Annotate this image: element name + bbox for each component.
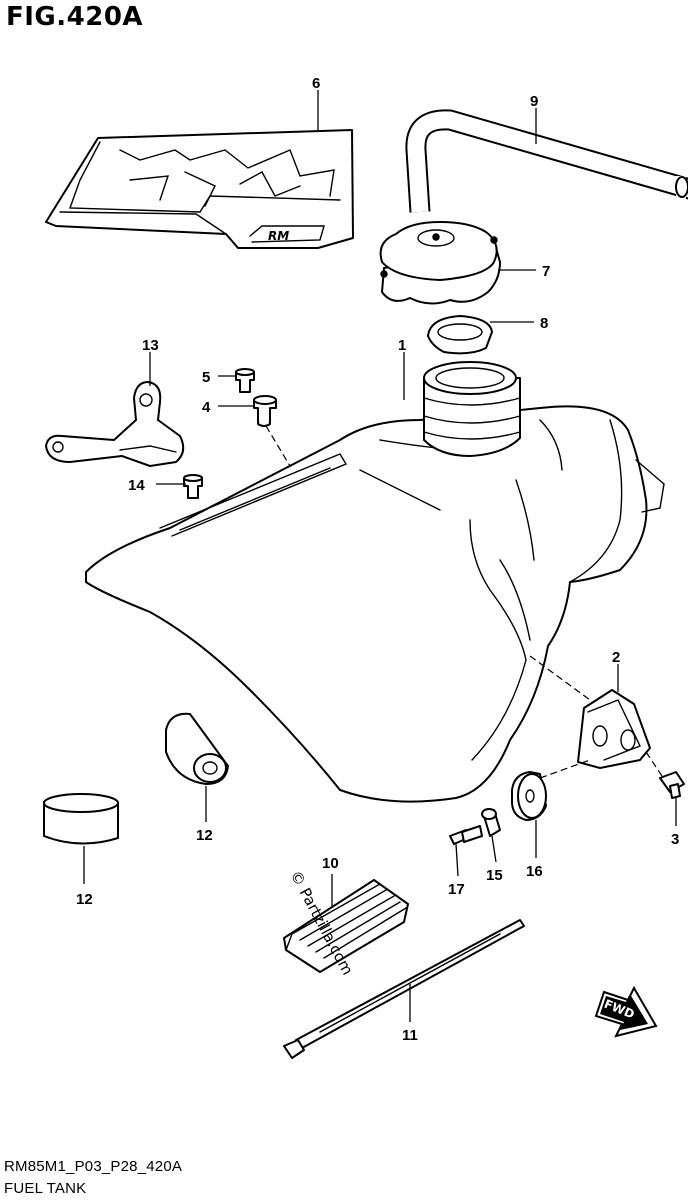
shroud-decal[interactable]: RM <box>45 129 354 249</box>
fuel-tank[interactable] <box>85 361 665 803</box>
collar-part-4[interactable] <box>253 395 277 427</box>
breather-hose[interactable] <box>405 109 688 213</box>
figure-title: FIG.420A <box>6 2 144 32</box>
callout-2: 2 <box>612 649 620 666</box>
callout-3: 3 <box>671 831 679 848</box>
fuel-cap[interactable] <box>379 221 501 305</box>
callout-12-upper: 12 <box>196 827 213 844</box>
callout-5: 5 <box>202 369 210 386</box>
callout-1: 1 <box>398 337 406 354</box>
mounting-bracket[interactable] <box>45 381 185 467</box>
ribbed-pad[interactable] <box>283 879 409 973</box>
callout-9: 9 <box>530 93 538 110</box>
forward-direction-arrow: FWD <box>594 985 658 1038</box>
bolt-part-5[interactable] <box>235 368 255 393</box>
collar-part-15[interactable] <box>481 808 501 837</box>
bolt-part-3[interactable] <box>659 771 685 799</box>
callout-10: 10 <box>322 855 339 872</box>
rubber-mount[interactable] <box>511 771 547 821</box>
cushion-lower[interactable] <box>43 793 119 845</box>
callout-4: 4 <box>202 399 211 416</box>
callout-12-lower: 12 <box>76 891 93 908</box>
callout-14: 14 <box>128 477 145 494</box>
bolt-part-14[interactable] <box>183 474 203 499</box>
callout-11: 11 <box>402 1027 418 1044</box>
callout-15: 15 <box>486 867 503 884</box>
callout-17: 17 <box>448 881 465 898</box>
callout-lead-lines <box>83 90 677 1022</box>
callout-labels: 1 2 3 4 5 6 7 8 9 10 11 12 12 13 14 15 1… <box>76 75 679 1044</box>
callout-7: 7 <box>542 263 550 280</box>
callout-8: 8 <box>540 315 548 332</box>
callout-16: 16 <box>526 863 543 880</box>
callout-13: 13 <box>142 337 159 354</box>
cap-gasket[interactable] <box>427 315 493 355</box>
decal-logo-text: RM <box>268 229 289 243</box>
figure-section-name: FUEL TANK <box>4 1180 87 1197</box>
rear-bracket-plate[interactable] <box>577 689 651 769</box>
bolt-part-17[interactable] <box>449 825 483 845</box>
cushion-upper[interactable] <box>165 712 229 785</box>
callout-6: 6 <box>312 75 320 92</box>
assembly-leader-lines <box>265 425 663 779</box>
figure-model-code: RM85M1_P03_P28_420A <box>4 1158 183 1175</box>
